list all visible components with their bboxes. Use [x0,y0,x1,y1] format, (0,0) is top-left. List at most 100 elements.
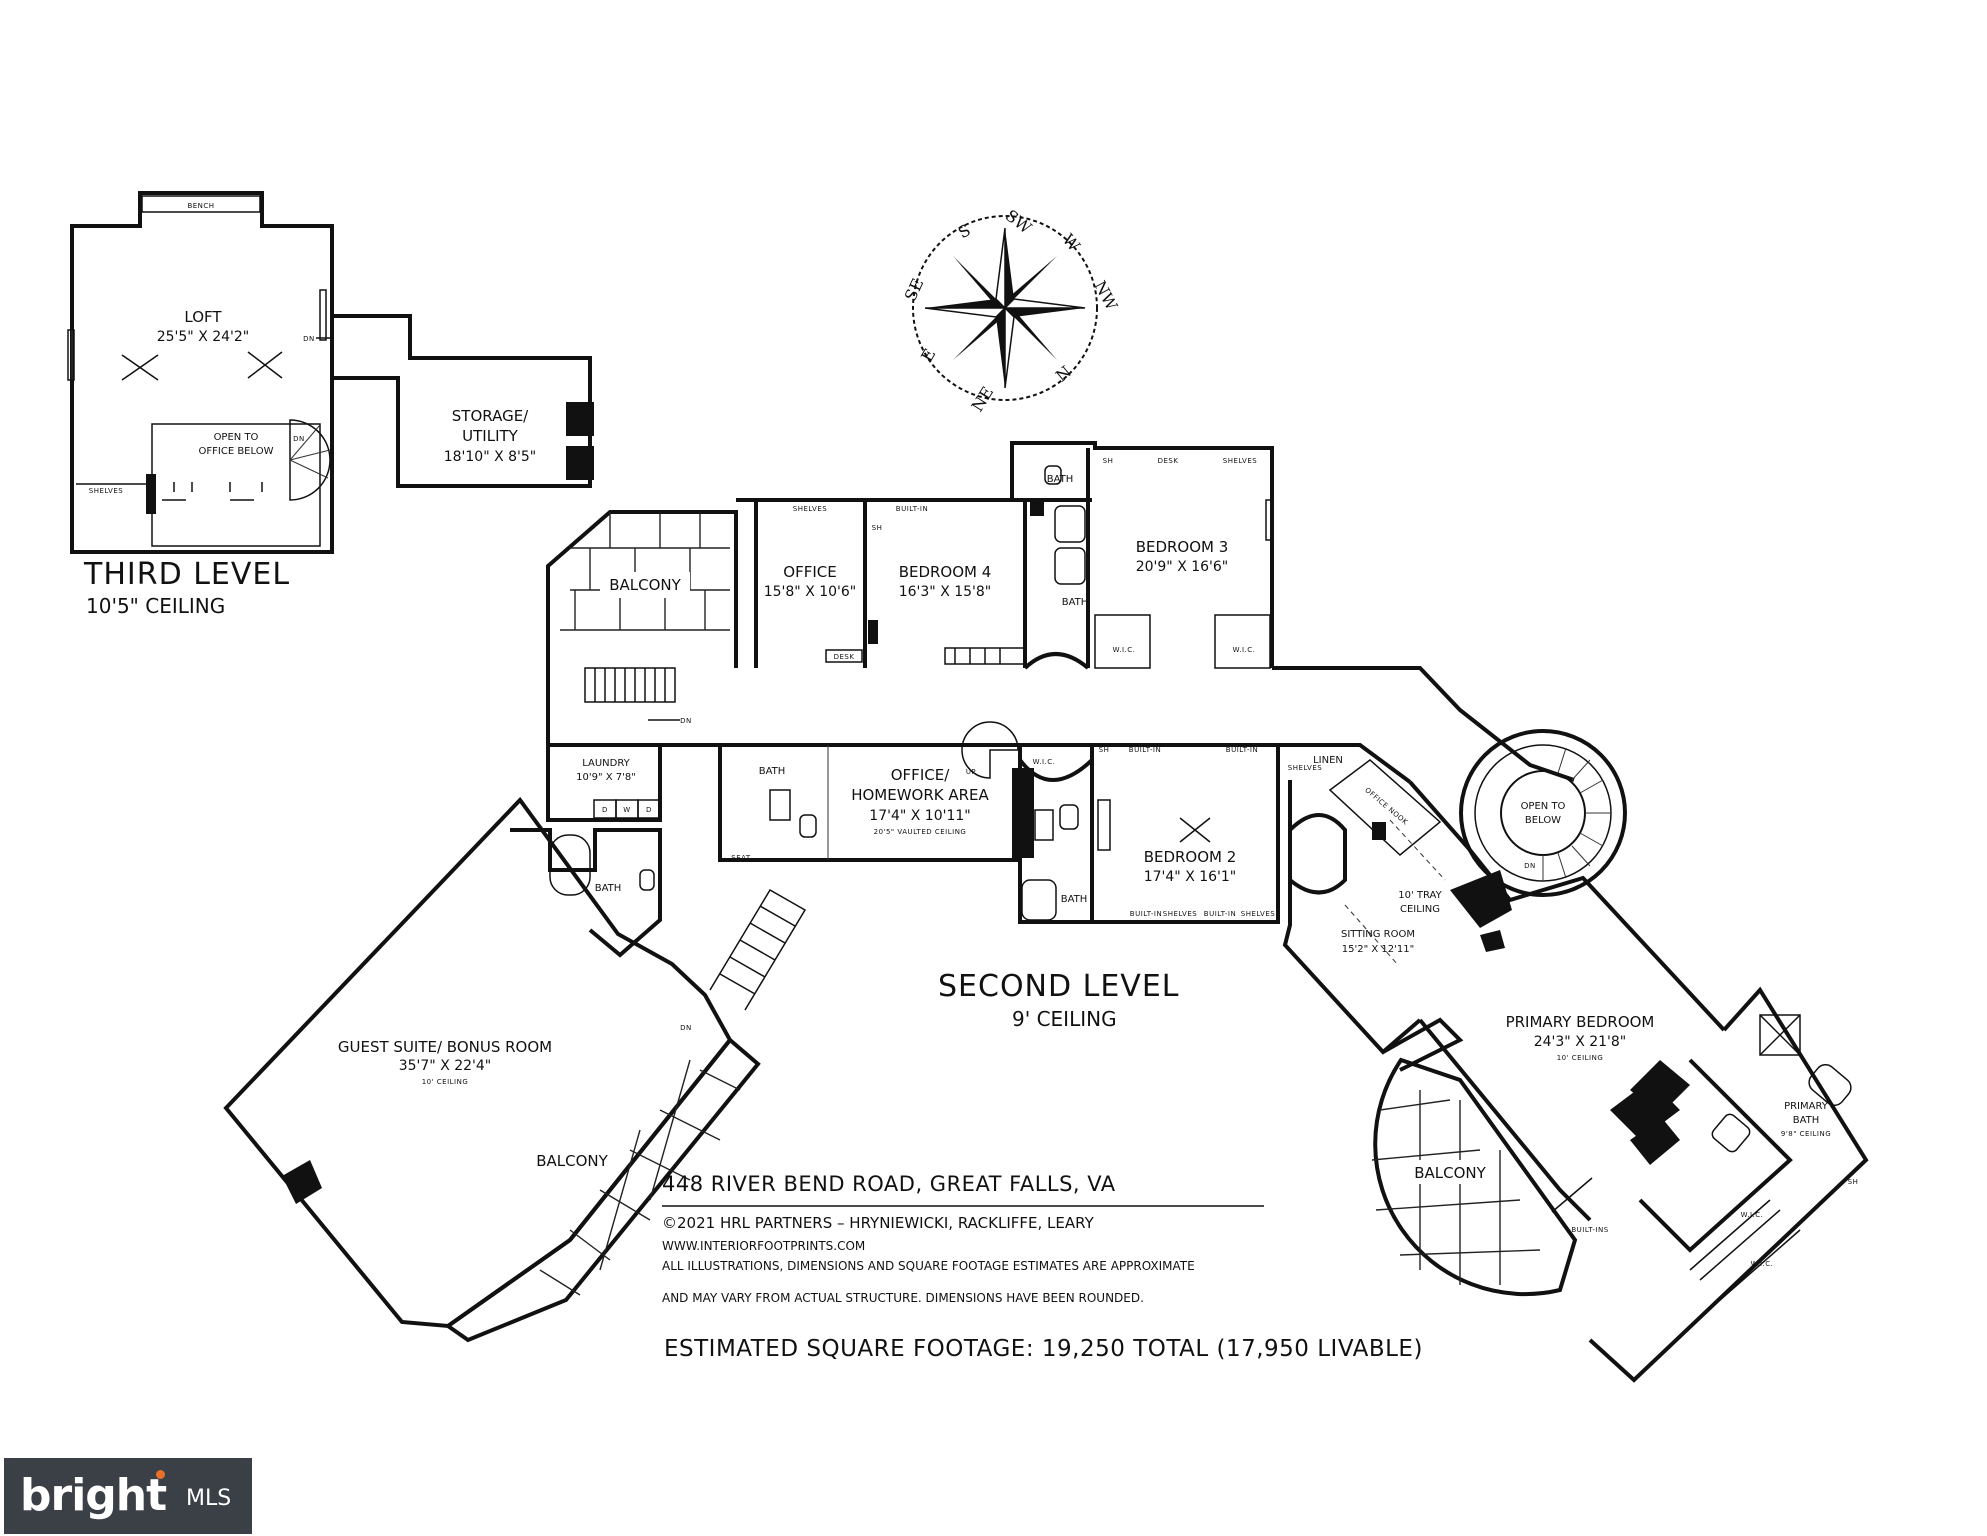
storage-name-1: STORAGE/ [452,407,529,425]
sitting-name: SITTING ROOM [1341,929,1415,940]
logo-suffix: MLS [186,1486,232,1511]
second-level-title: SECOND LEVEL [938,969,1180,1004]
balcony-paving [1371,1090,1541,1285]
laundry-name: LAUNDRY [582,758,630,769]
compass-label: W [1059,230,1084,255]
rotunda-dn-label: DN [1524,862,1536,870]
address: 448 RIVER BEND ROAD, GREAT FALLS, VA [662,1172,1116,1196]
bedroom4-built-in: BUILT-IN [896,505,928,513]
primary-bath-ceiling: 9'8" CEILING [1781,1130,1831,1138]
primary-dims: 24'3" X 21'8" [1534,1034,1627,1050]
ceiling-fan-icon [1179,817,1211,843]
laundry-dims: 10'9" X 7'8" [576,772,636,783]
spiral-up-label: UP [966,768,976,776]
balcony-paving [539,1059,741,1296]
stair-icon [584,667,676,703]
built-in-label: BUILT-IN [1129,746,1161,754]
tray-ceiling-2: CEILING [1400,904,1440,915]
bedroom3-name: BEDROOM 3 [1136,538,1229,556]
homework-ceiling: 20'5" VAULTED CEILING [874,828,967,836]
built-in-label: BUILT-IN [1204,910,1236,918]
bath-label: BATH [1047,474,1074,485]
bedroom4-dims: 16'3" X 15'8" [899,584,992,600]
washer-label: D [602,806,608,814]
balcony-paving [560,512,730,631]
bright-mls-logo: bright MLS [4,1458,252,1534]
office-nook-label: OFFICE NOOK [1363,786,1409,827]
homework-name-2: HOMEWORK AREA [851,786,989,804]
bedroom3-sh: SH [1103,457,1114,465]
storage-dims: 18'10" X 8'5" [444,449,537,465]
guest-ceiling: 10' CEILING [422,1078,469,1086]
disclaimer-2: AND MAY VARY FROM ACTUAL STRUCTURE. DIME… [662,1291,1144,1305]
stair-icon [709,888,807,1011]
sh-label: SH [1848,1178,1859,1186]
linen-label: LINEN [1313,755,1343,766]
bath-label: BATH [595,883,622,894]
shelves-label: SHELVES [1163,910,1197,918]
bedroom4-name: BEDROOM 4 [899,563,992,581]
sh-label: SH [1099,746,1110,754]
shelves-label: SHELVES [1241,910,1275,918]
bedroom2-name: BEDROOM 2 [1144,848,1237,866]
compass-label: NE [967,383,997,415]
bedroom3-dims: 20'9" X 16'6" [1136,559,1229,575]
loft-name: LOFT [184,308,222,326]
guest-name: GUEST SUITE/ BONUS ROOM [338,1038,552,1056]
built-ins-label: BUILT-INS [1571,1226,1608,1234]
loft-dims: 25'5" X 24'2" [157,329,250,345]
wic-label: W.I.C. [1033,758,1056,766]
washer-label: W [623,806,630,814]
balcony-primary-label: BALCONY [1414,1164,1486,1182]
dryer-label: D [646,806,652,814]
homework-dims: 17'4" X 10'11" [869,808,970,824]
fp-label: FP [1643,1082,1652,1090]
bench-label: BENCH [187,202,214,210]
guest-dims: 35'7" X 22'4" [399,1058,492,1074]
bedroom3-wic: W.I.C. [1113,646,1136,654]
shelves-label: SHELVES [89,487,123,495]
compass-label: N [1052,362,1075,386]
office-shelves: SHELVES [793,505,827,513]
tray-ceiling-1: 10' TRAY [1398,890,1442,901]
bath-label: BATH [759,766,786,777]
office-name: OFFICE [783,563,836,581]
copyright: ©2021 HRL PARTNERS – HRYNIEWICKI, RACKLI… [662,1214,1095,1232]
third-level-title: THIRD LEVEL [83,557,290,592]
storage-name-2: UTILITY [462,427,519,445]
bedroom3-shelves: SHELVES [1223,457,1257,465]
compass-label: SE [901,275,928,304]
spiral-stair-icon [1542,747,1611,881]
compass-label: NW [1090,278,1121,314]
fp-label: FP [297,1174,306,1182]
open-to-below-1: OPEN TO [1521,801,1566,812]
disclaimer-1: ALL ILLUSTRATIONS, DIMENSIONS AND SQUARE… [662,1259,1195,1273]
office-dims: 15'8" X 10'6" [764,584,857,600]
bedroom2-dims: 17'4" X 16'1" [1144,869,1237,885]
stair-dn-label: DN [680,1024,692,1032]
compass-rose-icon: SW S W SE NW E N NE [901,206,1122,415]
office-desk: DESK [834,653,855,661]
compass-label: SW [1002,206,1036,238]
compass-label: E [917,345,939,365]
website: WWW.INTERIORFOOTPRINTS.COM [662,1239,865,1253]
spiral-stair-icon [289,419,331,501]
compass-label: S [955,220,974,242]
balcony-guest-label: BALCONY [536,1152,608,1170]
bath-label: BATH [1062,597,1089,608]
stair-dn-label: DN [680,717,692,725]
loft-dn-label: DN [303,335,315,343]
bedroom4-sh: SH [872,524,883,532]
bedroom3-wic: W.I.C. [1233,646,1256,654]
ceiling-fan-icon [247,351,283,379]
homework-name-1: OFFICE/ [891,766,950,784]
spiral-dn-label: DN [293,435,305,443]
ceiling-fan-icon [121,354,159,381]
square-footage: ESTIMATED SQUARE FOOTAGE: 19,250 TOTAL (… [664,1336,1423,1362]
third-level-plan: BENCH LOFT 25'5" X 24'2" DN OPEN TO OFFI… [67,191,594,618]
primary-ceiling: 10' CEILING [1557,1054,1604,1062]
logo-accent-dot [156,1470,165,1479]
office-below-label: OFFICE BELOW [199,446,274,457]
second-level-ceiling: 9' CEILING [1012,1007,1117,1031]
